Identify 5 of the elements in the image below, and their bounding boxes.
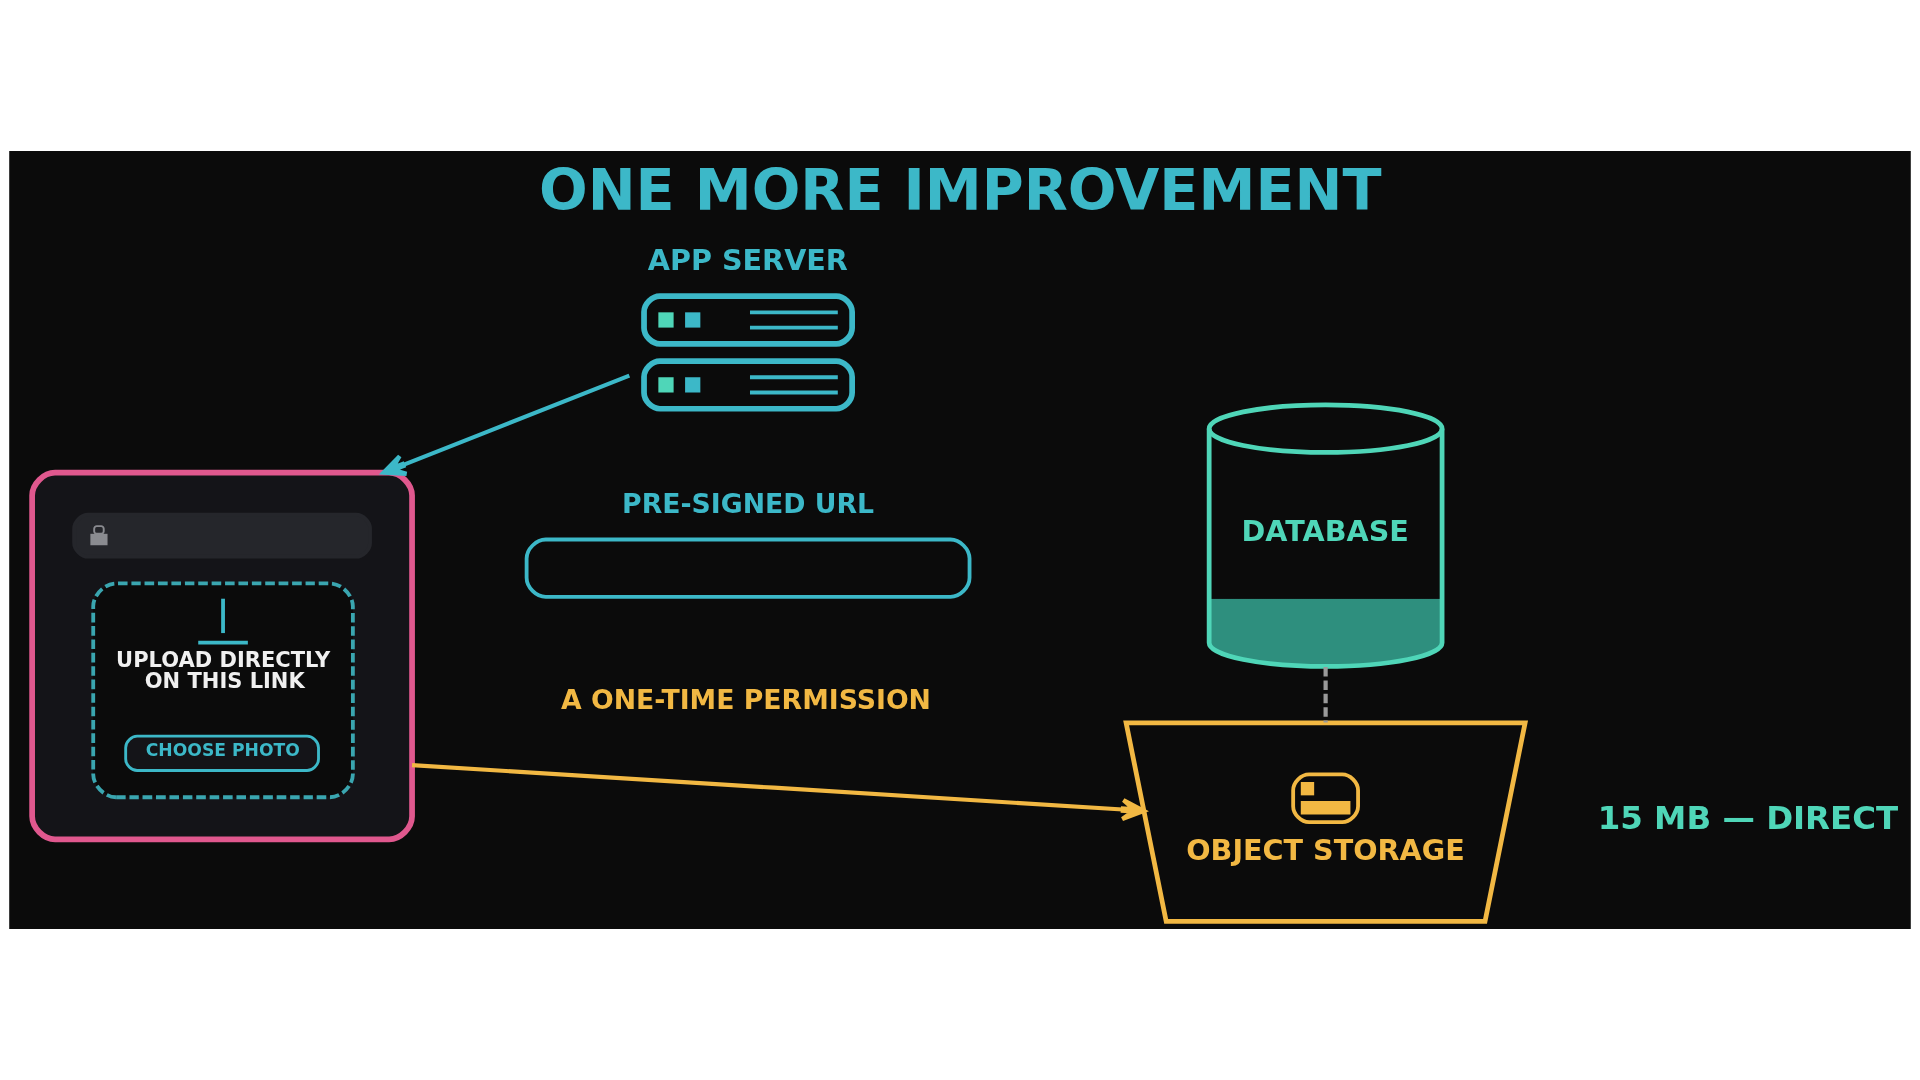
node-label: APP SERVER <box>647 243 848 278</box>
label: A ONE-TIME PERMISSION <box>560 683 932 715</box>
diagram-title: ONE MORE IMPROVEMENT <box>539 157 1382 225</box>
node-label: PRE-SIGNED URL <box>622 488 875 520</box>
node-label: 15 MB — DIRECT <box>1597 798 1899 837</box>
